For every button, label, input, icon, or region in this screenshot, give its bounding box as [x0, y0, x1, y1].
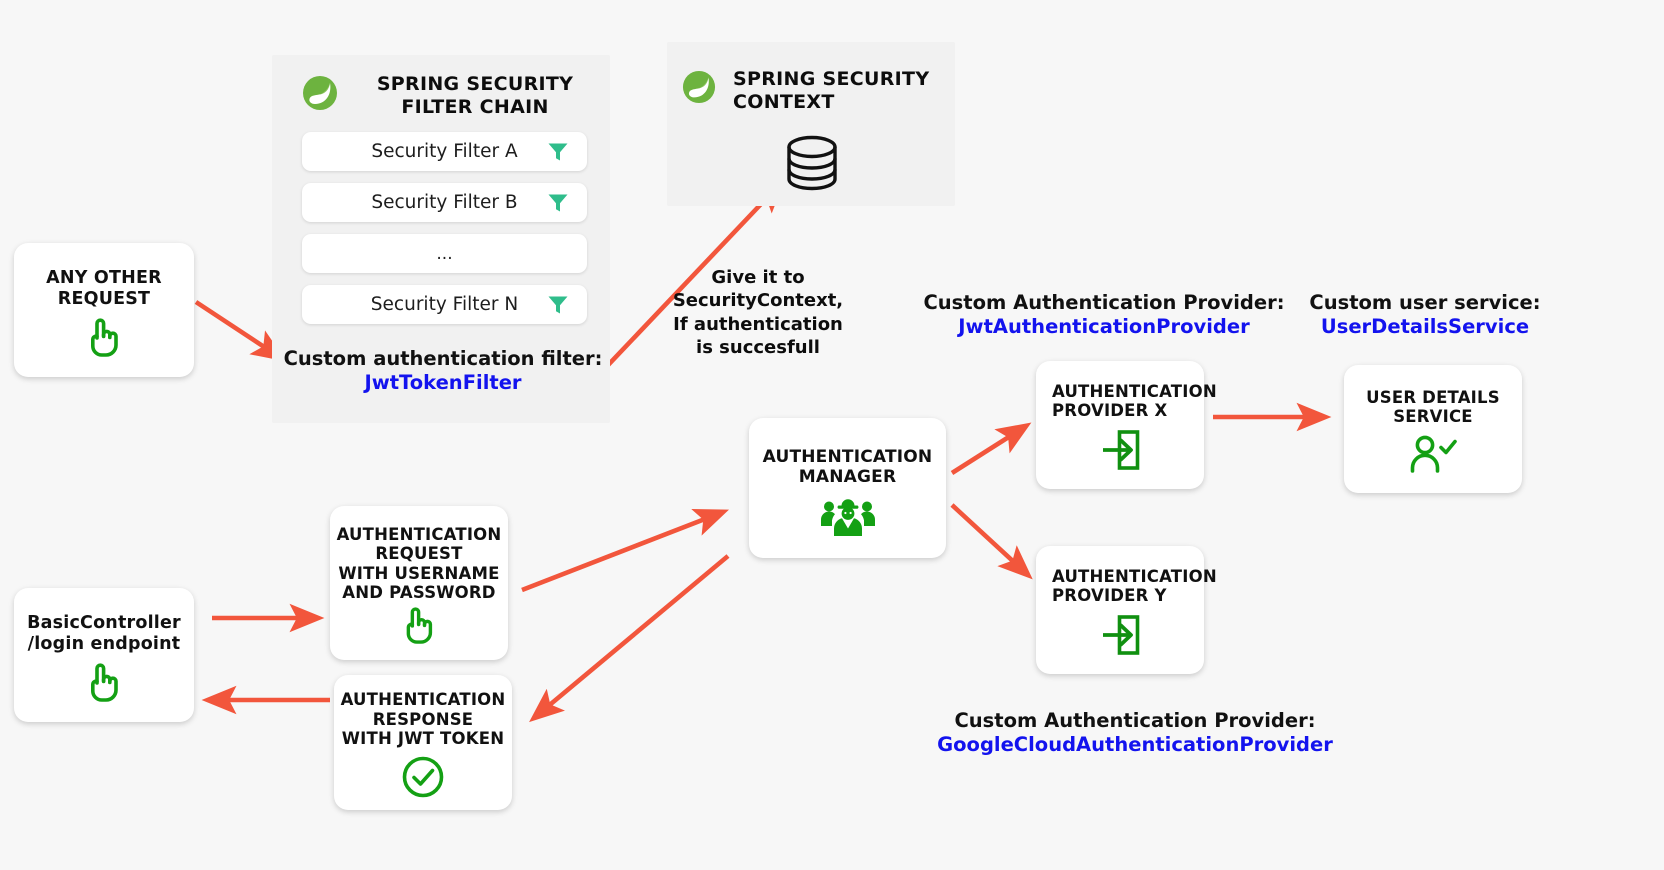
people-group-icon	[820, 497, 876, 537]
authentication-provider-y-title: AUTHENTICATION PROVIDER Y	[1052, 566, 1217, 605]
provider-y-caption: Custom Authentication Provider: GoogleCl…	[914, 709, 1356, 758]
authentication-manager-box[interactable]: AUTHENTICATION MANAGER	[749, 418, 946, 558]
database-icon	[785, 134, 839, 192]
provider-y-class: GoogleCloudAuthenticationProvider	[937, 733, 1333, 757]
basic-controller-title: BasicController /login endpoint	[27, 613, 181, 654]
authentication-request-title: AUTHENTICATION REQUEST WITH USERNAME AND…	[336, 524, 502, 602]
funnel-icon	[547, 193, 569, 213]
spring-security-context-panel: SPRING SECURITY CONTEXT	[667, 42, 955, 206]
security-context-title-line1: SPRING SECURITY	[733, 68, 930, 90]
user-check-icon	[1408, 434, 1458, 474]
security-context-title: SPRING SECURITY CONTEXT	[733, 68, 938, 114]
login-arrow-icon	[1099, 428, 1141, 472]
arrow-auth-request-to-auth-manager	[521, 509, 730, 593]
spring-leaf-icon	[682, 70, 716, 104]
pointing-hand-icon	[84, 661, 124, 703]
basic-controller-box[interactable]: BasicController /login endpoint	[14, 588, 194, 722]
filter-label: Security Filter B	[371, 192, 518, 213]
note-line-1: Give it to	[711, 267, 805, 288]
filter-chain-title: SPRING SECURITY FILTER CHAIN	[355, 73, 595, 119]
custom-auth-filter-caption: Custom authentication filter: JwtTokenFi…	[268, 347, 618, 396]
any-other-request-title: ANY OTHER REQUEST	[46, 268, 162, 309]
authentication-provider-x-title: AUTHENTICATION PROVIDER X	[1052, 381, 1217, 420]
authentication-manager-title: AUTHENTICATION MANAGER	[762, 446, 933, 487]
provider-x-caption-label: Custom Authentication Provider:	[923, 291, 1285, 314]
provider-y-caption-label: Custom Authentication Provider:	[954, 709, 1316, 732]
filter-label: Security Filter A	[371, 141, 518, 162]
arrow-any-other-request-to-filter-chain	[194, 300, 287, 362]
spring-leaf-icon	[302, 75, 338, 111]
security-context-note: Give it to SecurityContext, If authentic…	[664, 266, 852, 360]
security-context-title-line2: CONTEXT	[733, 91, 835, 114]
filter-chain-title-line2: FILTER CHAIN	[401, 96, 549, 119]
authentication-request-box[interactable]: AUTHENTICATION REQUEST WITH USERNAME AND…	[330, 506, 508, 660]
note-line-4: is succesfull	[696, 337, 820, 359]
pointing-hand-icon	[84, 316, 124, 358]
user-details-service-class: UserDetailsService	[1320, 315, 1530, 339]
filter-chain-title-line1: SPRING SECURITY	[376, 73, 574, 95]
authentication-provider-x-box[interactable]: AUTHENTICATION PROVIDER X	[1036, 361, 1217, 489]
user-details-service-box[interactable]: USER DETAILS SERVICE	[1344, 365, 1522, 493]
provider-x-caption: Custom Authentication Provider: JwtAuthe…	[898, 291, 1310, 340]
filter-row-security-filter-b[interactable]: Security Filter B	[302, 183, 587, 222]
login-arrow-icon	[1099, 613, 1141, 657]
jwt-token-filter-class: JwtTokenFilter	[364, 371, 522, 395]
filter-label: ...	[436, 243, 453, 264]
arrow-auth-manager-to-provider-y	[950, 503, 1033, 580]
spring-security-filter-chain-panel: SPRING SECURITY FILTER CHAIN Security Fi…	[272, 55, 610, 423]
arrow-filter-to-security-context	[590, 178, 786, 384]
check-circle-icon	[401, 755, 445, 799]
user-details-service-title: USER DETAILS SERVICE	[1366, 387, 1500, 426]
authentication-response-title: AUTHENTICATION RESPONSE WITH JWT TOKEN	[340, 690, 506, 749]
filter-row-security-filter-a[interactable]: Security Filter A	[302, 132, 587, 171]
user-service-caption-label: Custom user service:	[1309, 291, 1541, 314]
any-other-request-box[interactable]: ANY OTHER REQUEST	[14, 243, 194, 377]
provider-x-class: JwtAuthenticationProvider	[958, 315, 1250, 339]
funnel-icon	[547, 142, 569, 162]
arrow-auth-manager-to-auth-response	[529, 554, 730, 723]
custom-auth-filter-label: Custom authentication filter:	[283, 347, 603, 370]
arrow-auth-manager-to-provider-x	[950, 422, 1032, 475]
filter-row-security-filter-n[interactable]: Security Filter N	[302, 285, 587, 324]
pointing-hand-icon	[400, 605, 438, 645]
note-line-3: If authentication	[673, 313, 843, 335]
user-service-caption: Custom user service: UserDetailsService	[1288, 291, 1562, 340]
note-line-2: SecurityContext,	[672, 290, 844, 312]
filter-label: Security Filter N	[370, 294, 519, 315]
funnel-icon	[547, 295, 569, 315]
filter-row-ellipsis[interactable]: ...	[302, 234, 587, 273]
authentication-provider-y-box[interactable]: AUTHENTICATION PROVIDER Y	[1036, 546, 1217, 674]
authentication-response-box[interactable]: AUTHENTICATION RESPONSE WITH JWT TOKEN	[334, 675, 512, 810]
